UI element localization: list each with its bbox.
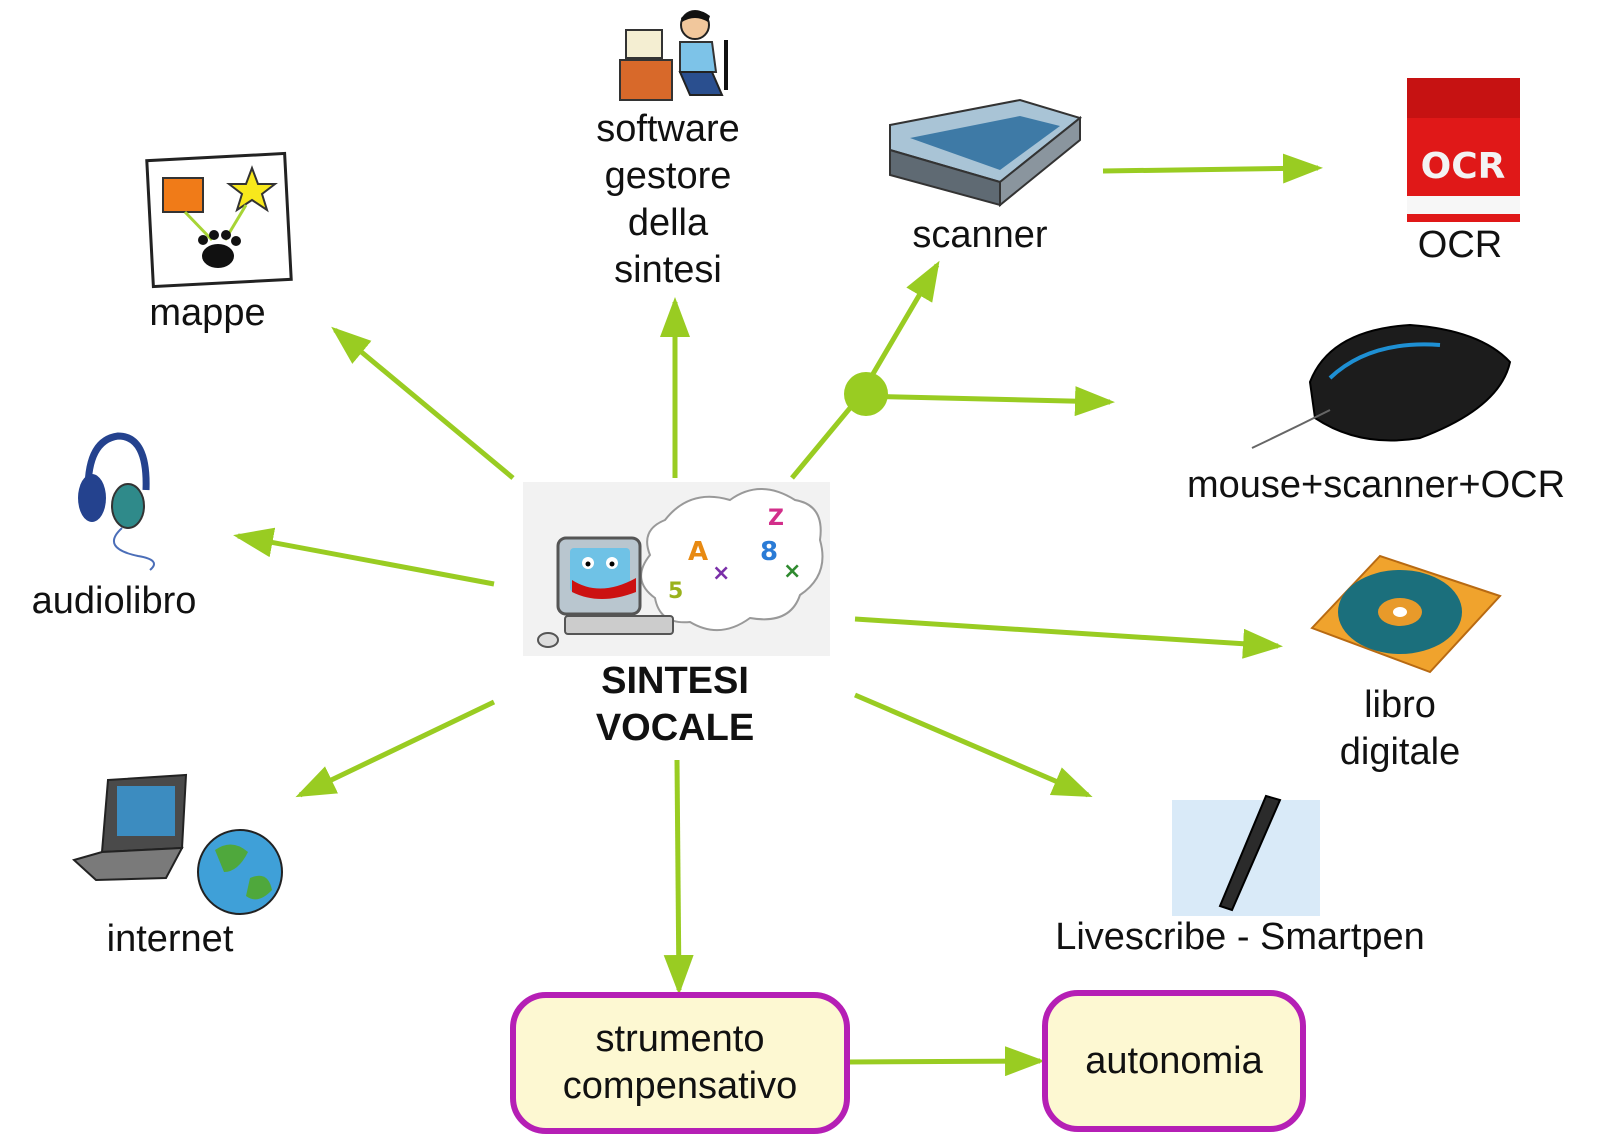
- node-scanner-label: scanner: [912, 214, 1048, 256]
- svg-text:×: ×: [712, 561, 730, 586]
- arrow-scanner-to-ocr: [1102, 153, 1323, 184]
- svg-text:8: 8: [760, 537, 778, 567]
- arrow-to-strumento: [663, 759, 694, 995]
- flatbed-scanner-icon: [889, 98, 1083, 208]
- arrow-to-libro-digitale: [854, 616, 1283, 659]
- svg-text:Z: Z: [768, 506, 784, 531]
- node-audiolibro-label: audiolibro: [31, 580, 197, 622]
- cd-disc-icon: [1310, 554, 1502, 674]
- laptop-globe-icon: [71, 773, 283, 915]
- svg-text:A: A: [688, 537, 708, 567]
- arrow-to-autonomia: [847, 1046, 1045, 1077]
- node-livescribe-label: Livescribe - Smartpen: [1055, 916, 1425, 958]
- ocr-software-box-icon: OCR: [1407, 78, 1520, 222]
- scanner-mouse-icon: [1251, 323, 1512, 449]
- node-internet-label: internet: [106, 918, 234, 960]
- box-strumento-compensativo: strumento compensativo: [510, 992, 850, 1134]
- headphones-icon: [78, 432, 155, 571]
- node-libro-digitale-label: libro digitale: [1339, 684, 1461, 773]
- node-ocr-label: OCR: [1417, 224, 1503, 266]
- svg-text:5: 5: [668, 579, 683, 604]
- arrow-junction-dot: [844, 372, 888, 416]
- person-at-computer-icon: [619, 10, 728, 101]
- arrow-to-mappe: [331, 326, 515, 480]
- node-software-label: software gestore della sintesi: [596, 108, 740, 291]
- smartpen-icon: [1172, 794, 1320, 916]
- svg-text:×: ×: [783, 559, 801, 584]
- arrow-to-livescribe: [854, 692, 1093, 798]
- arrow-to-mouse-scanner: [859, 386, 1115, 417]
- arrows: [233, 153, 1323, 1077]
- node-mouse-scanner-label: mouse+scanner+OCR: [1186, 464, 1566, 506]
- arrow-to-junction: [790, 394, 862, 480]
- arrow-to-internet: [295, 699, 496, 798]
- svg-text:OCR: OCR: [1421, 146, 1506, 187]
- concept-map-icon: [145, 151, 293, 289]
- center-label: SINTESI VOCALE: [595, 660, 755, 749]
- computer-eating-letters-icon: A 8 5 Z × ×: [523, 482, 830, 656]
- arrow-to-audiolibro: [233, 527, 495, 587]
- node-mappe-label: mappe: [149, 292, 266, 334]
- box-autonomia: autonomia: [1042, 990, 1306, 1132]
